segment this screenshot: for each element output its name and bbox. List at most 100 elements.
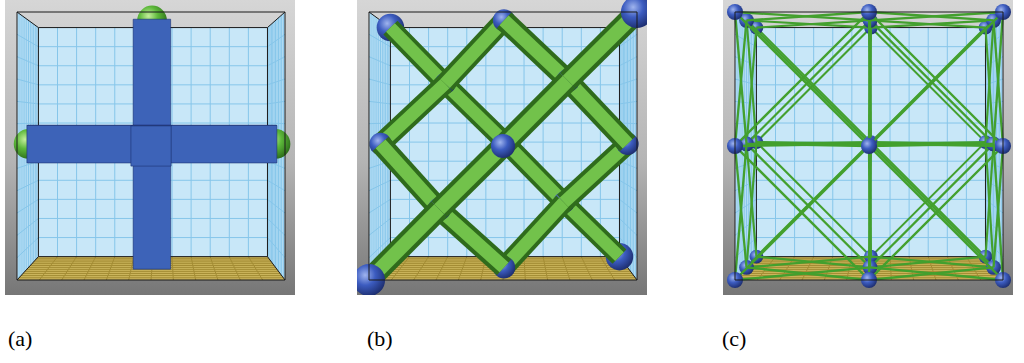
strut bbox=[994, 144, 1003, 280]
strut bbox=[381, 84, 446, 144]
unit-cell-panel bbox=[5, 0, 295, 295]
cube-edge bbox=[17, 280, 285, 281]
cube-edge bbox=[17, 12, 285, 13]
strut bbox=[869, 146, 1003, 280]
strut-face bbox=[445, 20, 504, 83]
strut bbox=[756, 28, 871, 143]
panel-label: (b) bbox=[367, 326, 393, 352]
cube-edge bbox=[17, 12, 18, 280]
strut bbox=[439, 146, 503, 209]
strut-face bbox=[381, 84, 446, 144]
strut bbox=[756, 257, 870, 268]
strut bbox=[735, 12, 747, 144]
strut bbox=[735, 12, 869, 146]
strut bbox=[747, 267, 869, 280]
strut bbox=[504, 202, 564, 267]
cube-edge bbox=[17, 12, 38, 28]
strut bbox=[747, 20, 871, 144]
strut-face bbox=[390, 28, 445, 84]
strut-face bbox=[564, 144, 628, 202]
strut bbox=[869, 146, 1003, 280]
strut bbox=[994, 146, 1003, 267]
cube-edge bbox=[369, 12, 370, 280]
strut bbox=[871, 142, 986, 257]
strut bbox=[735, 146, 869, 280]
strut bbox=[747, 20, 871, 27]
bar-face bbox=[133, 163, 170, 269]
wall-grid-line bbox=[369, 57, 390, 66]
strut-face bbox=[439, 146, 503, 209]
strut bbox=[870, 12, 1003, 20]
strut-face bbox=[503, 81, 568, 146]
strut bbox=[747, 20, 757, 142]
strut bbox=[439, 209, 504, 267]
label-slot: (a) bbox=[8, 326, 32, 352]
strut-face bbox=[564, 202, 620, 256]
strut-face bbox=[445, 84, 505, 143]
wall-grid-line bbox=[17, 34, 38, 46]
strut bbox=[747, 144, 869, 146]
wall-grid-line bbox=[390, 46, 619, 47]
cube-edge bbox=[1003, 12, 1004, 280]
cube-edge bbox=[17, 257, 38, 280]
strut bbox=[871, 20, 994, 27]
strut bbox=[564, 202, 620, 256]
panel-label: (a) bbox=[8, 326, 32, 352]
strut bbox=[735, 12, 870, 20]
strut bbox=[445, 84, 505, 143]
panel-background bbox=[357, 0, 647, 295]
bar-face bbox=[131, 126, 171, 166]
strut bbox=[871, 142, 986, 257]
strut-face bbox=[504, 202, 564, 267]
strut bbox=[747, 12, 869, 20]
strut bbox=[869, 146, 870, 267]
strut bbox=[869, 12, 870, 144]
strut bbox=[985, 20, 993, 142]
strut bbox=[735, 144, 870, 146]
label-slot: (b) bbox=[367, 326, 393, 352]
strut bbox=[870, 144, 1003, 146]
cube-edge bbox=[285, 12, 286, 280]
sphere bbox=[621, 0, 647, 28]
strut bbox=[390, 28, 445, 84]
label-slot: (c) bbox=[722, 326, 746, 352]
strut bbox=[735, 12, 869, 146]
strut bbox=[504, 20, 568, 80]
strut bbox=[735, 146, 869, 280]
wall-grid-line bbox=[390, 123, 619, 124]
wall-grid-line bbox=[267, 34, 285, 46]
unit-cell-panel bbox=[723, 0, 1013, 295]
strut bbox=[564, 144, 628, 202]
strut bbox=[870, 144, 994, 268]
cube-edge bbox=[369, 280, 637, 281]
bar-face bbox=[133, 19, 170, 125]
panel-background bbox=[723, 0, 1013, 295]
wall-grid-line bbox=[524, 28, 525, 257]
cube-edge bbox=[637, 12, 638, 280]
strut bbox=[735, 146, 747, 267]
sphere bbox=[491, 134, 515, 158]
strut bbox=[381, 144, 440, 209]
bar-face bbox=[171, 125, 277, 162]
wall-grid-line bbox=[267, 57, 285, 66]
sphere bbox=[861, 138, 877, 154]
strut bbox=[869, 12, 1003, 146]
strut bbox=[735, 267, 870, 280]
unit-cell-panel bbox=[357, 0, 647, 295]
strut-face bbox=[504, 20, 568, 80]
cube-edge bbox=[267, 12, 285, 28]
bar-face bbox=[27, 125, 133, 162]
strut-face bbox=[439, 209, 504, 267]
panel-label: (c) bbox=[722, 326, 746, 352]
strut bbox=[870, 267, 1003, 280]
strut-face bbox=[381, 144, 440, 209]
cube-edge bbox=[735, 12, 1003, 13]
sphere bbox=[357, 264, 385, 295]
strut bbox=[994, 12, 1003, 144]
strut bbox=[756, 28, 871, 143]
strut bbox=[735, 144, 747, 280]
strut bbox=[870, 144, 994, 268]
wall-grid-line bbox=[619, 57, 637, 66]
floor-grid-line bbox=[248, 257, 262, 280]
